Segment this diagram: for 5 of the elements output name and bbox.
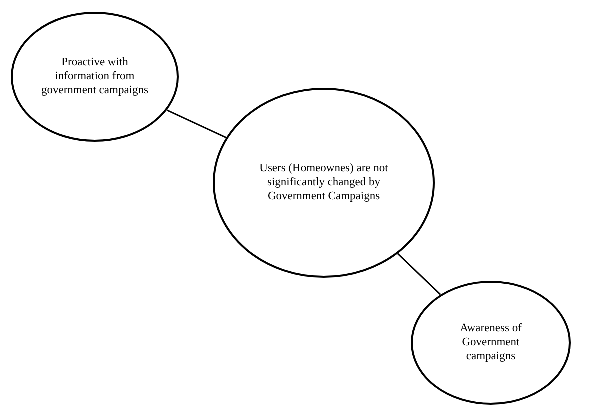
node-text: Awareness of Government campaigns [459,322,523,364]
connector-line [397,253,442,296]
node-text: Proactive with information from government campaigns [40,56,150,98]
node-text: Users (Homeownes) are not significantly changed by Government Campaigns [258,162,390,204]
connector-line [166,110,227,138]
